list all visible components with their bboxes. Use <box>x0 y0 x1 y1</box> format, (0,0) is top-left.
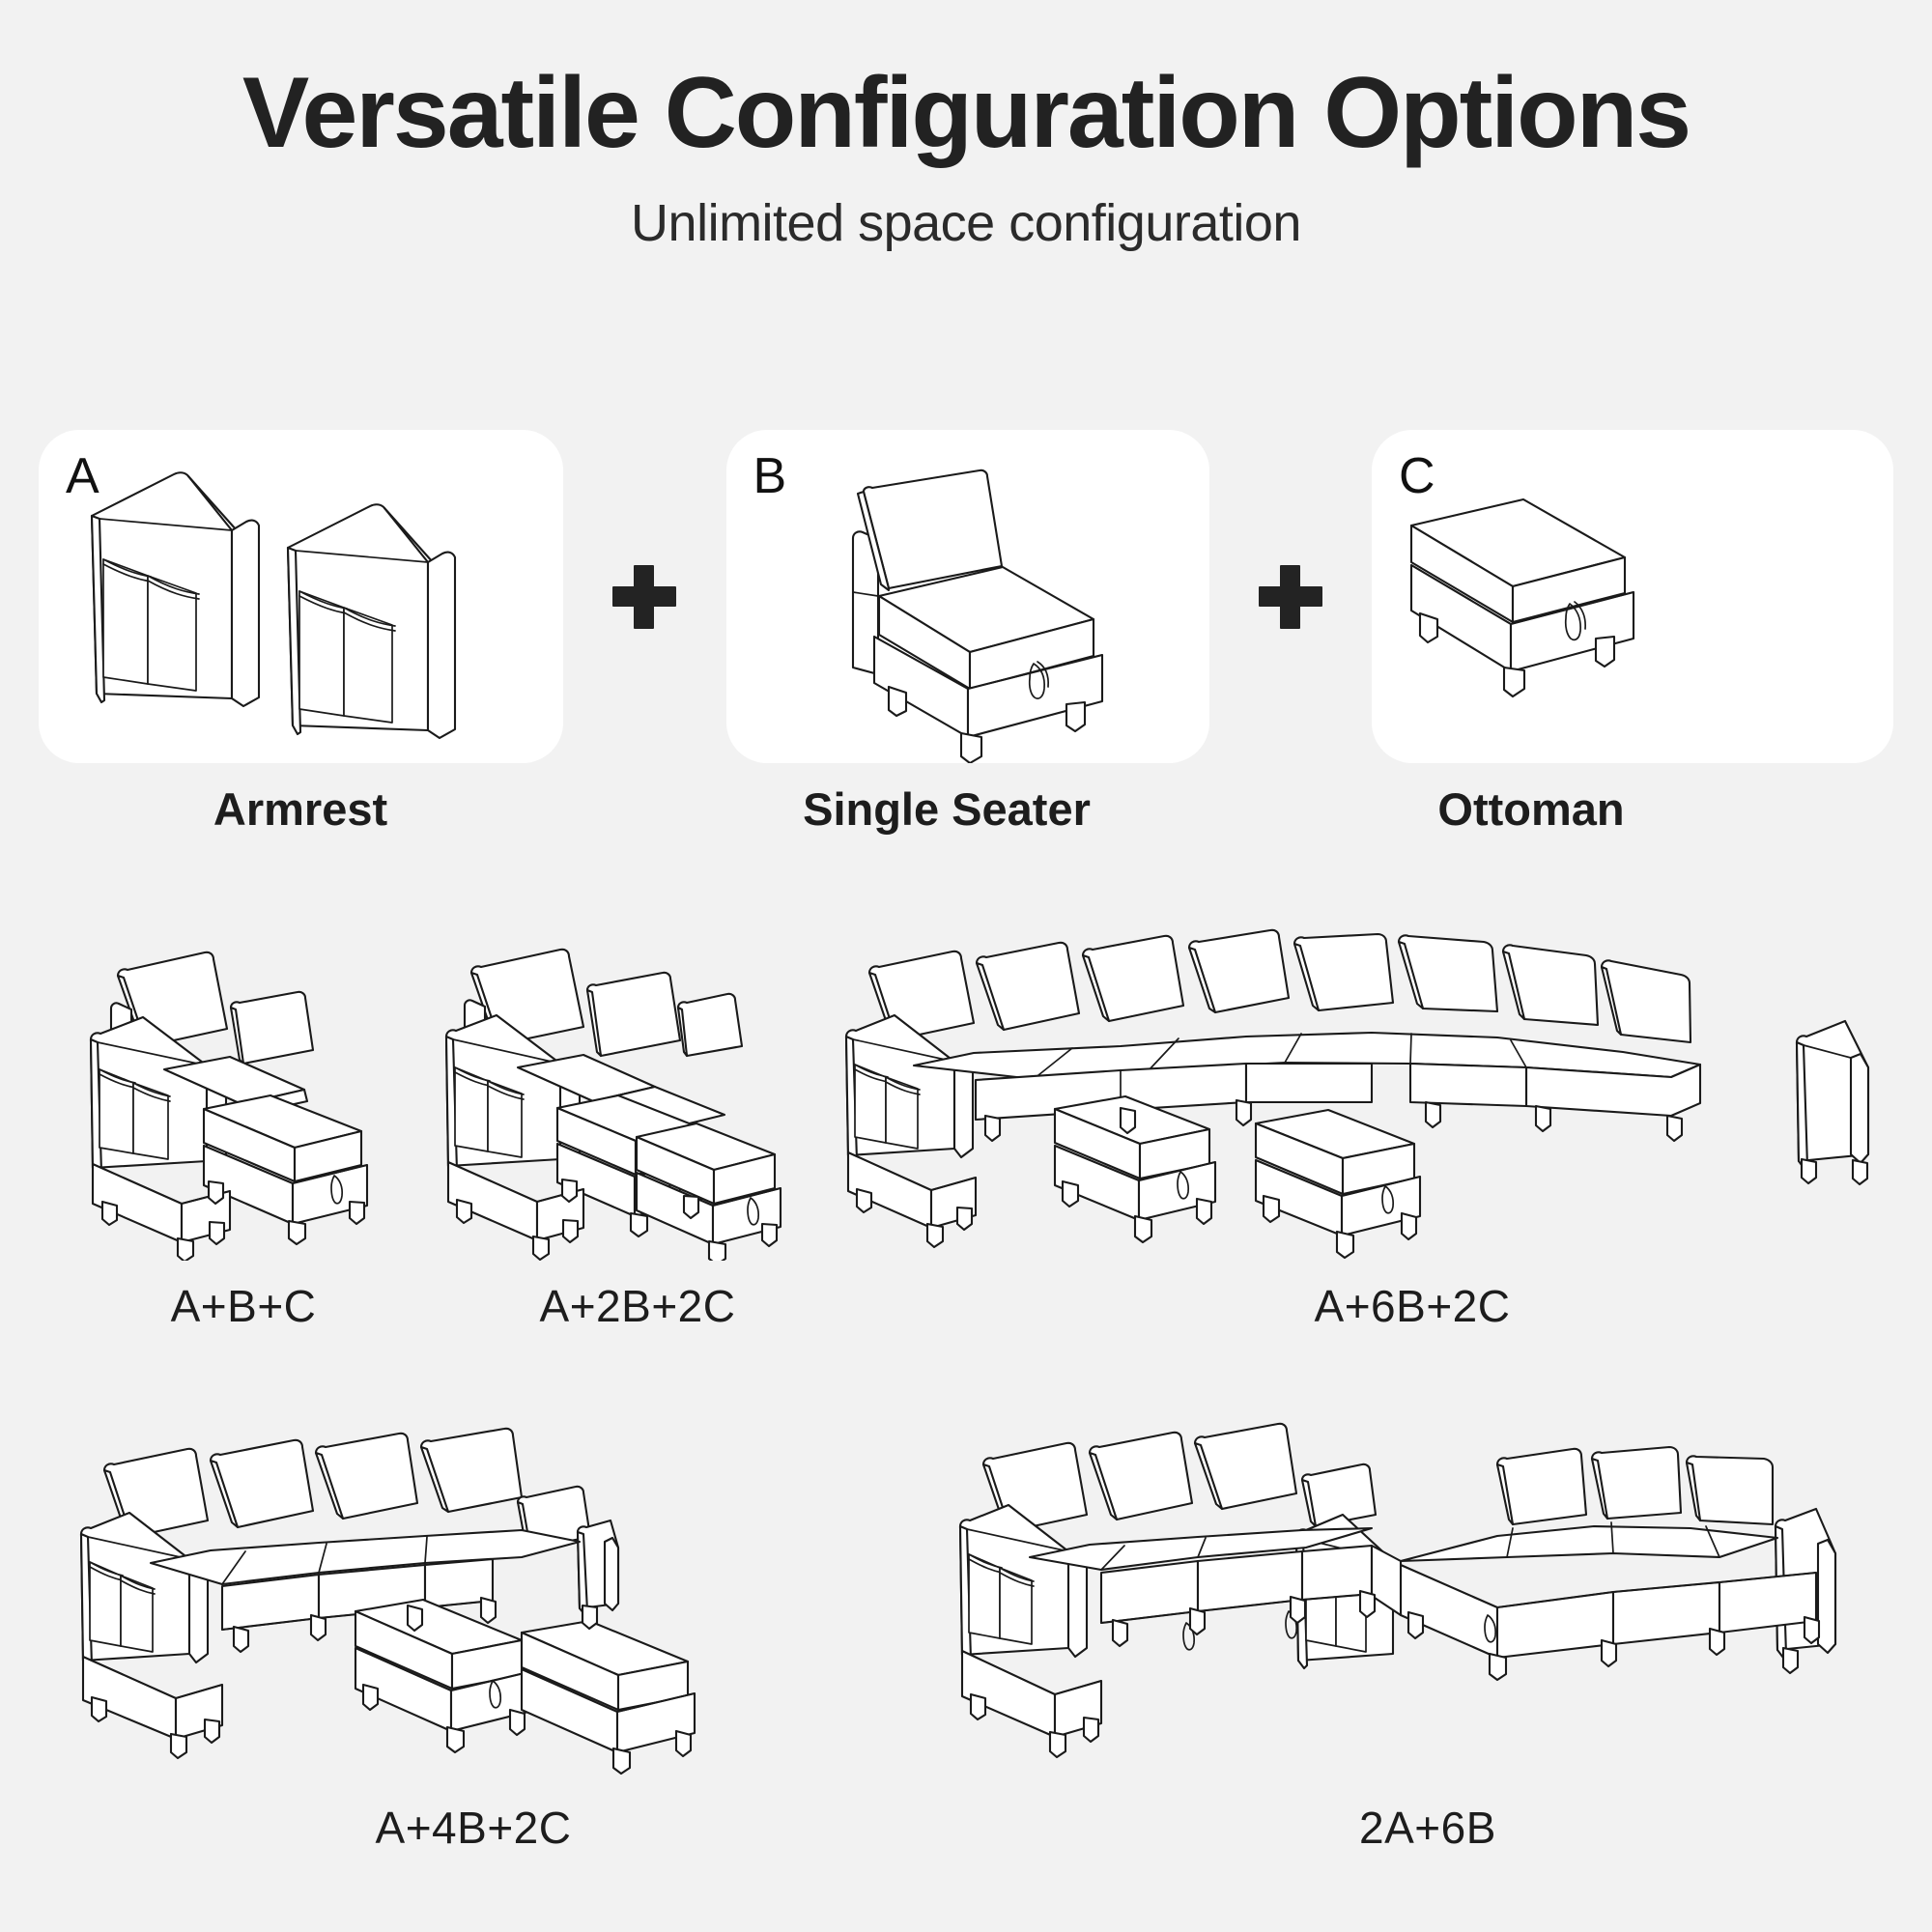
sofa-config-a-2b-2c-icon[interactable] <box>425 923 831 1261</box>
config-label-a-2b-2c: A+2B+2C <box>539 1281 736 1331</box>
component-card-armrest[interactable]: A <box>39 430 563 763</box>
plus-icon-2 <box>1258 564 1322 629</box>
caption-ottoman: Ottoman <box>1437 783 1625 835</box>
page-header: Versatile Configuration Options Unlimite… <box>0 0 1932 253</box>
ottoman-icon <box>1372 430 1893 763</box>
config-label-2a-6b: 2A+6B <box>1359 1803 1496 1853</box>
component-letter-b: B <box>753 448 787 504</box>
plus-separator-2 <box>1209 430 1373 763</box>
config-label-a-4b-2c: A+4B+2C <box>375 1803 572 1853</box>
page-title: Versatile Configuration Options <box>242 57 1691 169</box>
config-label-a-b-c: A+B+C <box>170 1281 317 1331</box>
plus-icon-1 <box>612 564 677 629</box>
armrest-panels-icon <box>39 430 563 763</box>
component-card-ottoman[interactable]: C <box>1372 430 1893 763</box>
component-card-single-seater[interactable]: B <box>725 430 1209 763</box>
page-subtitle: Unlimited space configuration <box>631 194 1301 253</box>
component-captions: Armrest Single Seater Ottoman <box>39 782 1893 840</box>
caption-single-seater: Single Seater <box>803 783 1091 835</box>
sofa-config-2a-6b-icon[interactable] <box>947 1391 1874 1797</box>
sofa-config-a-b-c-icon[interactable] <box>58 923 406 1261</box>
component-cards-row: A <box>39 430 1893 763</box>
config-label-a-6b-2c: A+6B+2C <box>1314 1281 1511 1331</box>
sofa-config-a-6b-2c-icon[interactable] <box>831 923 1884 1261</box>
component-letter-c: C <box>1399 448 1435 504</box>
sofa-config-a-4b-2c-icon[interactable] <box>68 1401 744 1787</box>
single-seater-icon <box>726 430 1209 763</box>
component-letter-a: A <box>66 448 99 504</box>
caption-armrest: Armrest <box>213 783 388 835</box>
plus-separator-1 <box>563 430 726 763</box>
